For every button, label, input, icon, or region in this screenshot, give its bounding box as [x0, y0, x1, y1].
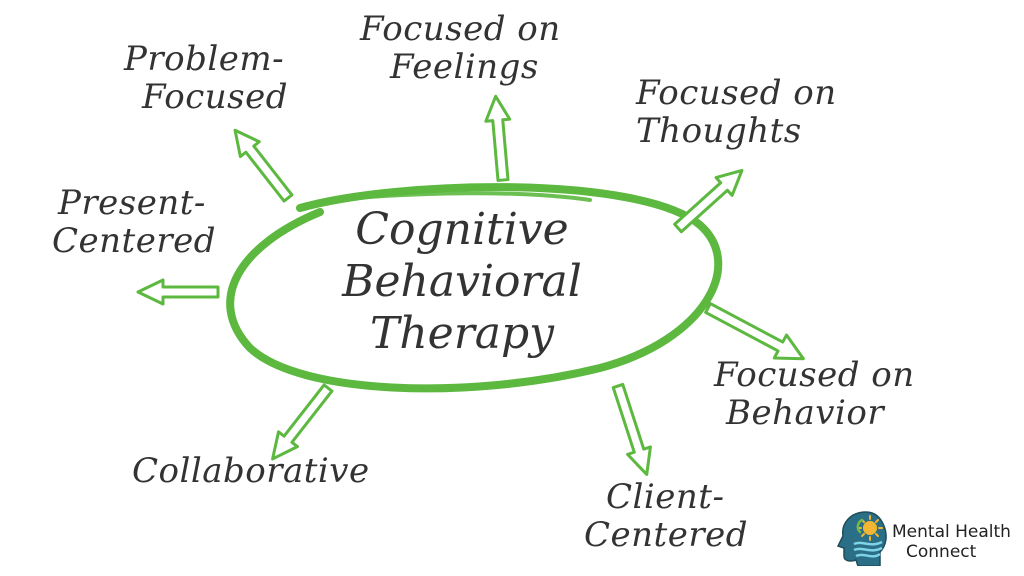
- arrow-collaborative: [271, 383, 334, 461]
- label-problem-focused: Problem- Focused: [124, 40, 288, 116]
- label-present-centered: Present- Centered: [52, 184, 216, 260]
- label-line: Collaborative: [132, 451, 370, 491]
- label-line: Behavior: [726, 393, 885, 433]
- arrow-present-centered: [136, 278, 220, 306]
- label-line: Focused on: [714, 355, 915, 395]
- label-line: Client-: [606, 477, 725, 517]
- label-collaborative: Collaborative: [132, 452, 370, 490]
- label-line: Centered: [584, 515, 748, 555]
- label-client-centered: Client- Centered: [584, 478, 748, 554]
- arrow-client-centered: [611, 382, 652, 476]
- label-line: Focused: [142, 77, 288, 117]
- label-line: Present-: [58, 183, 206, 223]
- arrow-focused-on-feelings: [484, 94, 512, 182]
- label-line: Problem-: [124, 39, 285, 79]
- label-focused-on-thoughts: Focused on Thoughts: [636, 74, 837, 150]
- logo-line-2: Connect: [906, 542, 977, 562]
- logo-text: Mental Health Connect: [892, 522, 1011, 562]
- brand-logo: Mental Health Connect: [836, 506, 1016, 570]
- center-title-line: Cognitive: [355, 204, 569, 255]
- center-ellipse: [226, 183, 723, 393]
- arrow-focused-on-behavior: [704, 302, 805, 361]
- head-profile-icon: [836, 511, 887, 566]
- label-line: Centered: [52, 221, 216, 261]
- center-title-line: Therapy: [369, 308, 554, 359]
- label-line: Feelings: [390, 47, 539, 87]
- label-line: Thoughts: [636, 111, 802, 151]
- arrow-problem-focused: [233, 128, 294, 203]
- label-focused-on-feelings: Focused on Feelings: [360, 10, 561, 86]
- label-line: Focused on: [636, 73, 837, 113]
- center-title: Cognitive Behavioral Therapy: [262, 204, 662, 360]
- center-title-line: Behavioral: [342, 256, 582, 307]
- logo-line-1: Mental Health: [892, 522, 1011, 542]
- label-focused-on-behavior: Focused on Behavior: [714, 356, 915, 432]
- label-line: Focused on: [360, 9, 561, 49]
- arrow-focused-on-thoughts: [673, 168, 744, 234]
